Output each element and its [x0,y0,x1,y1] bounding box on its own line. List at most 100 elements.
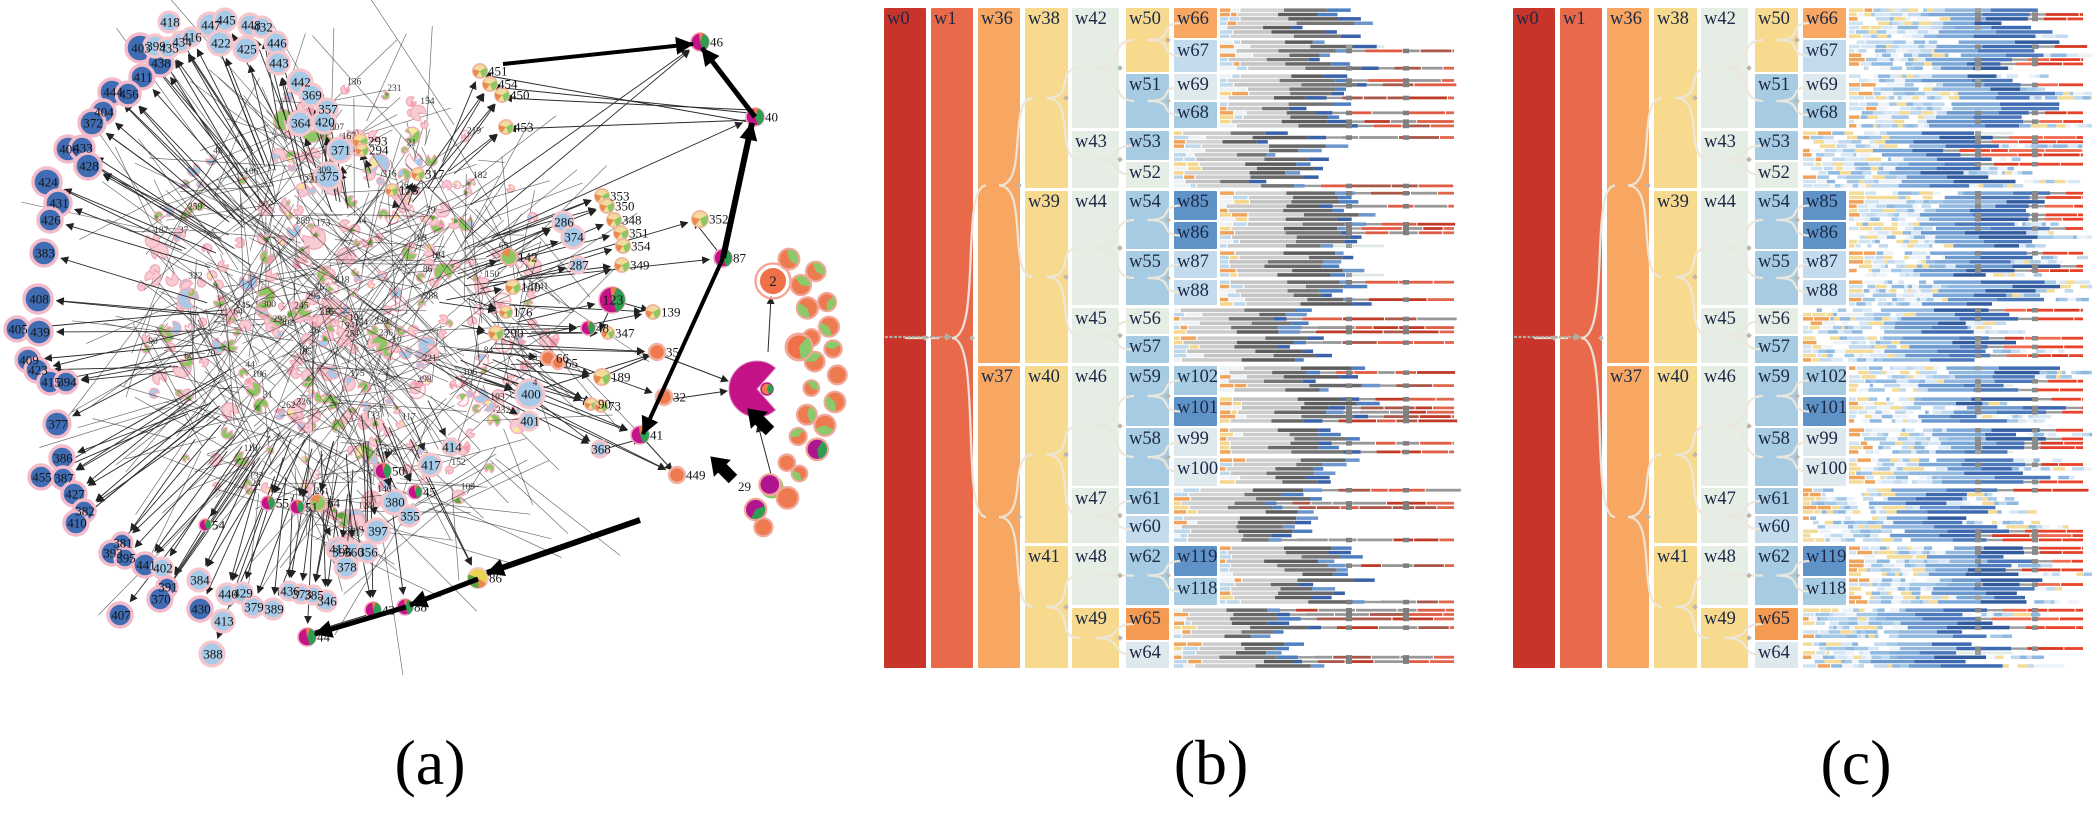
svg-text:370: 370 [151,592,171,607]
svg-text:402: 402 [153,561,173,576]
svg-text:73: 73 [608,399,621,414]
svg-text:348: 348 [622,213,642,228]
svg-text:293: 293 [273,315,288,325]
svg-text:357: 357 [318,102,338,117]
node-348 [606,212,622,228]
tree-cell-w101 [1174,397,1217,426]
svg-text:440: 440 [218,587,238,602]
svg-text:431: 431 [49,196,69,211]
tree-cell-label: w59 [1129,367,1161,387]
tree-cell-label: w42 [1075,9,1107,29]
node-317 [411,167,425,181]
tree-cell-label: w65 [1129,609,1161,629]
node-370 [146,585,174,613]
node-142 [500,248,518,266]
tree-cell-label: w64 [1758,643,1790,663]
node-417 [417,452,443,478]
svg-text:154: 154 [420,97,435,107]
svg-text:388: 388 [203,647,223,662]
tree-cell-w52 [1755,162,1798,188]
svg-text:117: 117 [402,412,416,422]
svg-text:29: 29 [738,479,751,494]
svg-text:309: 309 [317,166,332,176]
svg-text:219: 219 [467,127,482,137]
node-394 [53,369,79,395]
node-372 [77,108,107,138]
svg-text:194: 194 [349,313,364,323]
svg-text:106: 106 [252,370,266,380]
svg-text:10: 10 [392,335,402,345]
svg-text:105: 105 [298,347,313,357]
tree-cell-label: w86 [1177,223,1209,243]
tree-cell-label: w41 [1657,547,1689,567]
svg-text:444: 444 [103,85,123,100]
node-55 [260,495,276,511]
tree-cell-label: w66 [1806,9,1838,29]
tree-cell-w119 [1803,546,1846,576]
tree-cell-label: w87 [1177,252,1209,272]
tree-cell-label: w38 [1028,9,1060,29]
svg-text:316: 316 [320,308,335,318]
tree-cell-w56 [1126,308,1169,334]
svg-text:316: 316 [382,169,397,179]
fat-arrow-icon [747,408,775,436]
svg-text:380: 380 [385,495,405,510]
svg-text:447: 447 [201,18,221,33]
node-351 [613,225,629,241]
svg-text:46: 46 [213,147,223,157]
svg-text:86: 86 [489,571,503,586]
svg-text:373: 373 [292,587,312,602]
svg-text:389: 389 [264,602,284,617]
svg-text:221: 221 [304,176,319,186]
node-443 [265,50,291,76]
svg-text:400: 400 [521,387,541,402]
tree-cell-label: w67 [1177,41,1209,61]
node-456 [114,80,142,108]
node-139 [645,304,661,320]
node-46 [690,32,710,52]
node-374 [560,224,586,250]
tree-cell-label: w60 [1758,517,1790,537]
svg-text:253: 253 [368,405,383,415]
tree-cell-label: w62 [1129,547,1161,567]
tree-cell-label: w41 [1028,547,1060,567]
svg-text:414: 414 [442,440,462,455]
svg-text:41: 41 [650,428,663,443]
svg-text:417: 417 [421,458,441,473]
tree-cell-label: w55 [1758,252,1790,272]
tree-cell-label: w57 [1758,337,1790,357]
svg-text:399: 399 [146,39,166,54]
tree-cell-label: w50 [1758,9,1790,29]
svg-text:53: 53 [528,353,538,363]
svg-text:4: 4 [533,378,538,388]
svg-text:44: 44 [245,361,255,371]
svg-text:65: 65 [499,242,509,252]
svg-text:449: 449 [686,468,706,483]
svg-text:300: 300 [262,300,277,310]
tree-cell-label: w44 [1704,192,1736,212]
svg-text:141: 141 [534,282,549,292]
svg-text:453: 453 [514,120,534,135]
svg-text:88: 88 [414,600,427,615]
tree-cell-label: w61 [1129,489,1161,509]
svg-text:346: 346 [317,594,337,609]
spiral-node [795,296,820,320]
tree-cell-w57 [1126,336,1169,363]
svg-text:90: 90 [598,397,611,412]
svg-text:322: 322 [188,271,203,281]
svg-text:140: 140 [521,280,541,295]
node-54 [198,518,212,532]
tree-cell-label: w39 [1657,192,1689,212]
svg-text:40: 40 [765,110,778,125]
tree-cell-w100 [1803,458,1846,486]
node-287 [568,255,588,275]
tree-cell-label: w54 [1758,192,1790,212]
node-labels: 3223092215366106236264413628911733791017… [8,13,778,662]
svg-text:360: 360 [344,545,364,560]
svg-text:289: 289 [296,216,311,226]
svg-text:26: 26 [399,181,409,191]
tree-cell-label: w65 [1758,609,1790,629]
tree-cell-label: w38 [1657,9,1689,29]
